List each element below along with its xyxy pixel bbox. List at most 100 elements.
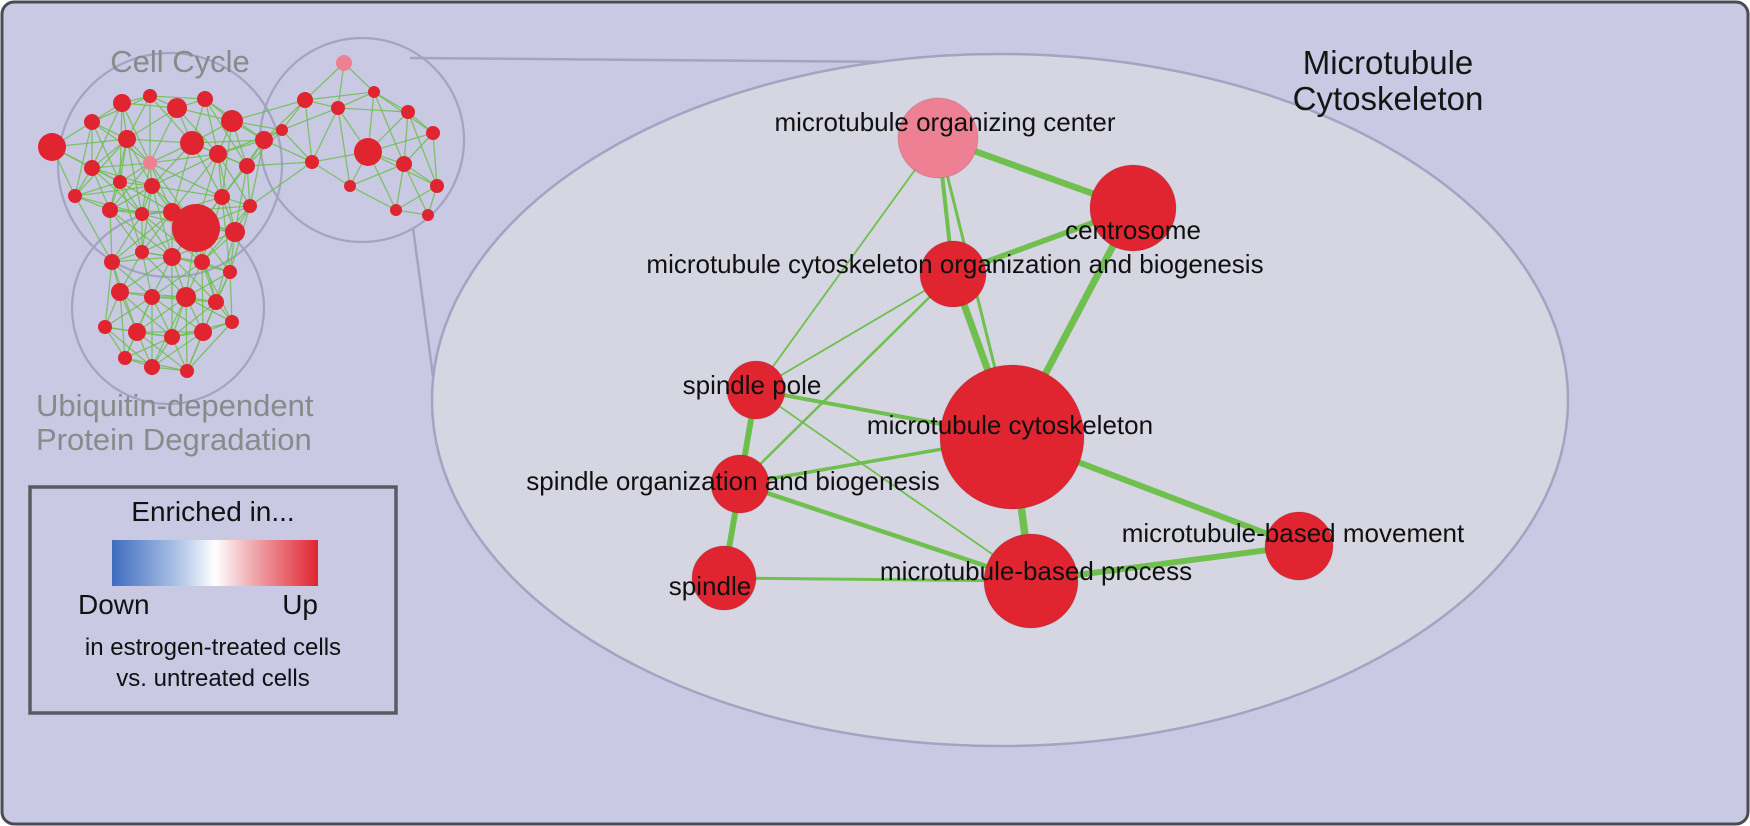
- mini-node: [143, 89, 157, 103]
- node-label-moc: microtubule organizing center: [774, 107, 1115, 137]
- node-label-mbp: microtubule-based process: [880, 556, 1192, 586]
- mini-node: [176, 287, 196, 307]
- mini-edge: [111, 213, 143, 263]
- figure-title-line2: Cytoskeleton: [1293, 80, 1484, 117]
- mini-edge: [151, 185, 173, 258]
- mini-edge: [141, 185, 153, 253]
- mini-edge: [311, 107, 339, 163]
- mini-network-nodes: [38, 55, 444, 378]
- mini-edge: [119, 256, 173, 293]
- figure-title-line1: Microtubule: [1303, 44, 1474, 81]
- mini-edge: [91, 162, 151, 169]
- legend-down-label: Down: [78, 589, 150, 620]
- mini-node: [221, 110, 243, 132]
- mini-edge: [311, 161, 351, 187]
- mini-edge: [217, 129, 283, 155]
- mini-node: [243, 199, 257, 213]
- legend-title: Enriched in...: [131, 496, 294, 527]
- mini-edge: [249, 161, 313, 207]
- mini-node: [180, 364, 194, 378]
- mini-node: [144, 178, 160, 194]
- mini-edge: [231, 99, 306, 122]
- mini-edge: [403, 111, 409, 165]
- legend-border: [28, 485, 398, 715]
- mini-node: [426, 126, 440, 140]
- mini-node: [336, 55, 352, 71]
- mini-node: [297, 92, 313, 108]
- mini-node: [209, 145, 227, 163]
- cell-cycle-label: Cell Cycle: [110, 44, 250, 79]
- mini-node: [223, 265, 237, 279]
- mini-node: [422, 209, 434, 221]
- node-label-mco: microtubule cytoskeleton organization an…: [646, 249, 1263, 279]
- network-edge-sp-mbp: [755, 389, 1032, 582]
- mini-edge: [119, 181, 173, 213]
- mini-edge: [191, 139, 265, 144]
- mini-node: [118, 351, 132, 365]
- mini-edge: [176, 107, 219, 155]
- network-edge-sob-mbp: [737, 481, 1034, 584]
- mini-node: [214, 189, 230, 205]
- mini-node: [368, 86, 380, 98]
- mini-node: [331, 101, 345, 115]
- mini-edge: [104, 326, 153, 368]
- mini-node: [194, 254, 210, 270]
- mini-edge: [141, 251, 187, 298]
- mini-edge: [263, 99, 306, 141]
- ubiquitin-label-line2: Protein Degradation: [36, 422, 312, 457]
- mini-node: [172, 204, 220, 252]
- mini-edge: [74, 185, 153, 197]
- mini-node: [113, 94, 131, 112]
- mini-node: [143, 156, 157, 170]
- mini-node: [208, 294, 224, 310]
- mini-node: [167, 98, 187, 118]
- mini-edge: [151, 185, 223, 198]
- mini-node: [390, 204, 402, 216]
- mini-edge: [149, 162, 223, 198]
- mini-node: [144, 359, 160, 375]
- mini-node: [430, 179, 444, 193]
- mini-edge: [74, 121, 93, 197]
- mini-edge: [373, 91, 405, 165]
- mini-edge: [395, 185, 438, 211]
- node-label-mbm: microtubule-based movement: [1122, 518, 1465, 548]
- mini-edge: [91, 121, 121, 183]
- mini-edge: [149, 95, 206, 100]
- mini-edge: [109, 185, 153, 211]
- mini-edge: [432, 132, 438, 187]
- network-node-mbp: [983, 533, 1079, 629]
- mini-edge: [124, 336, 173, 359]
- mini-edge: [229, 271, 233, 323]
- ubiquitin-label-line1: Ubiquitin-dependent: [36, 388, 314, 423]
- mini-edge: [204, 98, 248, 167]
- mini-edge: [304, 62, 345, 101]
- mini-node: [276, 124, 288, 136]
- network-edge-mco-sob: [738, 272, 955, 486]
- mini-node: [135, 245, 149, 259]
- mini-edge: [304, 99, 313, 163]
- mini-edge: [111, 256, 173, 263]
- mini-edge: [246, 161, 313, 167]
- mini-node: [225, 222, 245, 242]
- mini-edge: [151, 261, 203, 298]
- mini-node: [164, 329, 180, 345]
- mini-node: [135, 207, 149, 221]
- mini-node: [225, 315, 239, 329]
- mini-edge: [337, 107, 351, 187]
- mini-edge: [151, 153, 219, 187]
- legend-up-label: Up: [282, 589, 318, 620]
- mini-node: [354, 138, 382, 166]
- mini-edge: [201, 261, 204, 333]
- mini-node: [128, 323, 146, 341]
- node-label-sob: spindle organization and biogenesis: [526, 466, 939, 496]
- mini-edge: [109, 209, 143, 253]
- network-nodes: [691, 97, 1334, 629]
- mini-node: [197, 91, 213, 107]
- mini-node: [194, 323, 212, 341]
- mini-edge: [403, 163, 429, 216]
- legend-gradient-bar: [112, 540, 318, 586]
- mini-edge: [119, 291, 126, 359]
- mini-node: [111, 283, 129, 301]
